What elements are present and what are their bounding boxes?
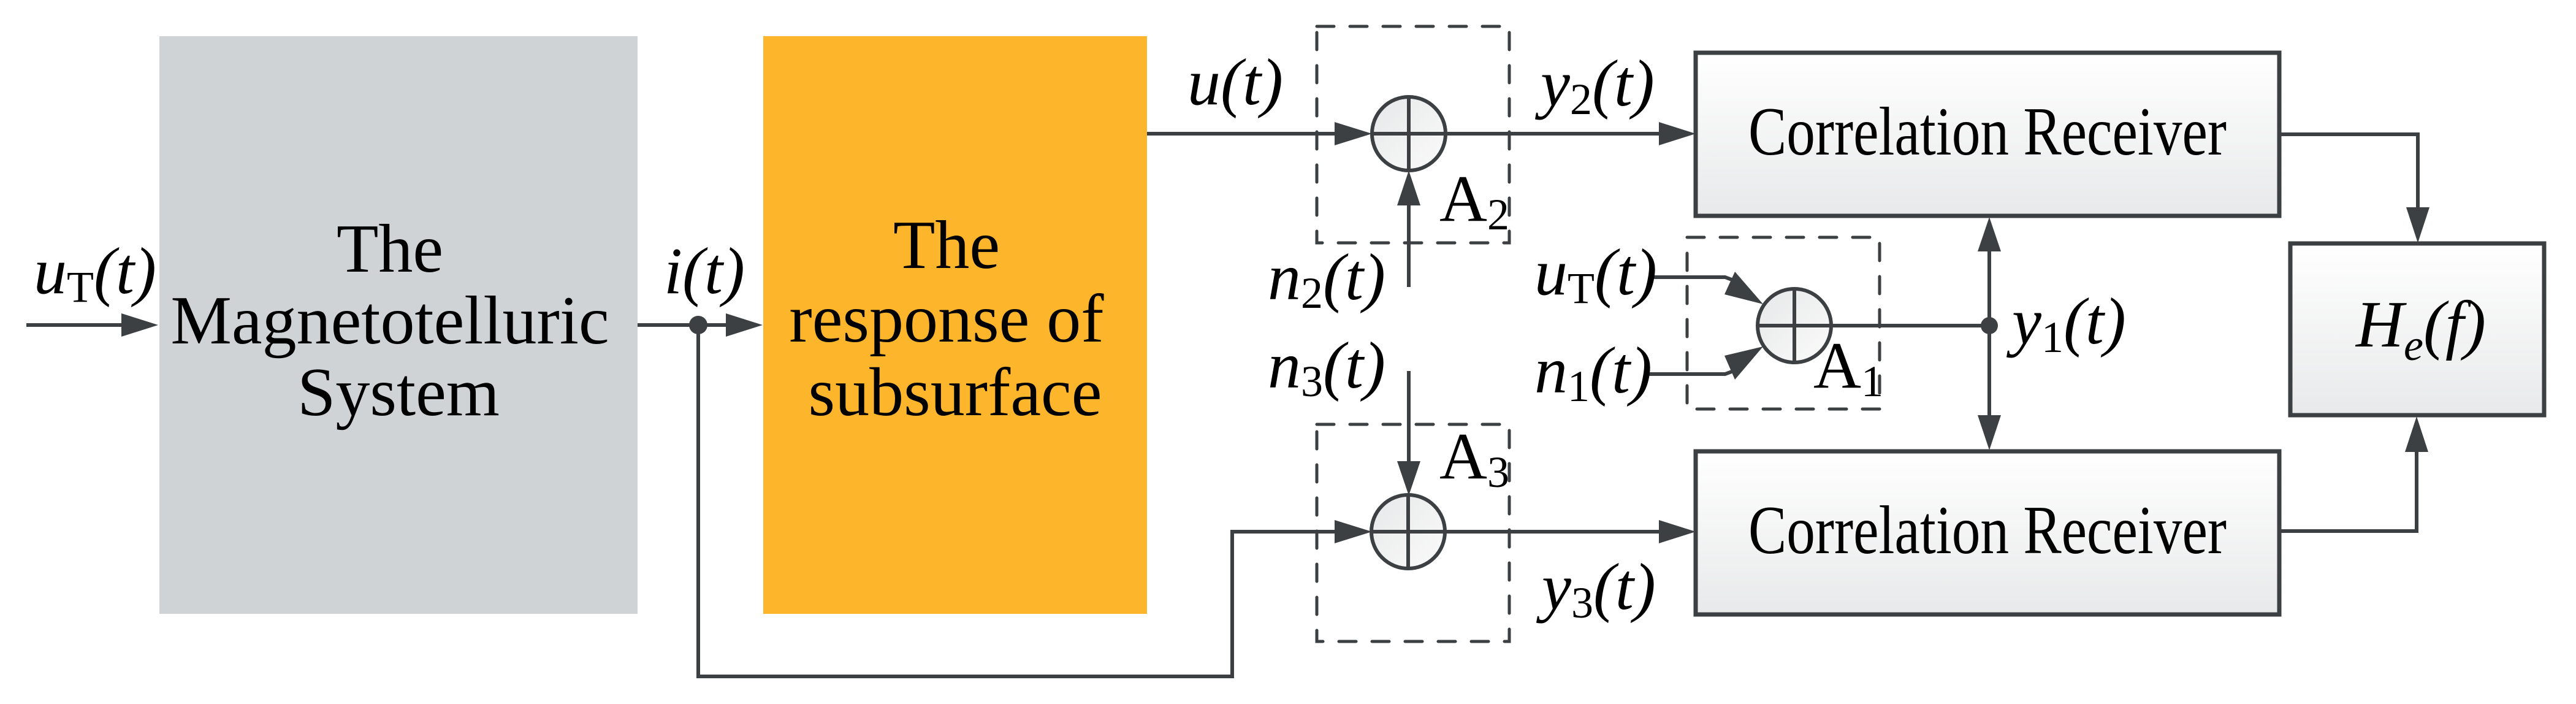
receiver-top-frame xyxy=(1693,50,2282,218)
label-input-arg: (t) xyxy=(94,235,156,308)
label-a3-sub: 3 xyxy=(1487,448,1509,497)
transfer-function-block: He(f) xyxy=(2288,241,2547,418)
arrowhead-current xyxy=(726,313,763,337)
label-n1: n1(t) xyxy=(1534,334,1652,411)
label-a2-sub: 2 xyxy=(1487,190,1509,239)
arrowhead-y2 xyxy=(1659,122,1696,145)
arrowhead-to-transfer-bottom xyxy=(2405,416,2428,452)
transfer-sub: e xyxy=(2404,321,2423,370)
label-adder-a1: A1 xyxy=(1813,329,1883,406)
label-y3-main: y xyxy=(1536,551,1571,624)
arrowhead-n1 xyxy=(1724,346,1763,380)
subsurface-fill xyxy=(763,36,1147,614)
transfer-frame xyxy=(2288,241,2547,418)
junction-y1 xyxy=(1981,317,1998,334)
magnetotelluric-system-block: The Magnetotelluric System xyxy=(159,36,638,614)
correlation-receiver-top: Correlation Receiver xyxy=(1693,50,2282,218)
label-adder-a3: A3 xyxy=(1439,420,1509,497)
label-y3: y3(t) xyxy=(1536,551,1656,627)
label-response-arg: (t) xyxy=(1221,46,1283,119)
svg-text:The response of su: The response of subsurface xyxy=(789,207,1121,430)
label-y1-main: y xyxy=(2006,285,2041,358)
label-n3-main: n xyxy=(1268,329,1301,402)
adder-a3-symbol xyxy=(1370,493,1447,570)
label-y3-arg: (t) xyxy=(1593,551,1656,624)
adder-a2-symbol xyxy=(1370,95,1447,172)
label-y2-sub: 2 xyxy=(1570,75,1592,124)
wire-n1 xyxy=(1649,367,1741,376)
label-response: u(t) xyxy=(1187,46,1283,119)
label-n1-sub: 1 xyxy=(1568,362,1590,411)
receiver-top-label: Correlation Receiver xyxy=(1748,94,2227,170)
arrowhead-input xyxy=(121,313,158,337)
mt-system-fill xyxy=(159,36,638,614)
label-ut-ref: uT(t) xyxy=(1534,236,1657,313)
label-y2-main: y xyxy=(1534,47,1570,120)
label-y3-sub: 3 xyxy=(1571,578,1593,627)
mt-line-3: System xyxy=(297,354,500,430)
subsurface-response-block: The response of subsurface xyxy=(763,36,1147,614)
label-n2-arg: (t) xyxy=(1323,241,1385,314)
subsurface-line-1: The xyxy=(893,207,1000,283)
label-n3: n3(t) xyxy=(1268,329,1385,406)
receiver-bottom-frame xyxy=(1693,449,2282,617)
wire-receiver-bottom-out xyxy=(2279,448,2418,533)
adder-a1-symbol xyxy=(1756,287,1833,364)
arrowhead-ut-ref xyxy=(1724,272,1763,304)
label-a1-sub: 1 xyxy=(1861,357,1883,406)
correlation-receiver-bottom: Correlation Receiver xyxy=(1693,449,2282,617)
label-current-arg: (t) xyxy=(682,235,745,308)
label-n2-sub: 2 xyxy=(1301,269,1323,318)
label-y1-arg: (t) xyxy=(2063,285,2126,358)
label-ut-ref-sub: T xyxy=(1568,264,1595,313)
mt-line-2: Magnetotelluric xyxy=(170,283,609,359)
svg-text:The Magnetotelluric: The Magnetotelluric System xyxy=(170,211,626,430)
label-n1-arg: (t) xyxy=(1590,334,1652,407)
label-y2-arg: (t) xyxy=(1592,47,1655,120)
label-n1-main: n xyxy=(1534,334,1568,407)
label-n3-sub: 3 xyxy=(1301,357,1323,406)
arrowhead-n3 xyxy=(1397,461,1420,495)
receiver-bottom-label: Correlation Receiver xyxy=(1748,492,2227,568)
label-current-main: i xyxy=(664,235,682,308)
arrowhead-y1-down xyxy=(1978,415,2001,450)
arrowhead-y3 xyxy=(1659,520,1696,543)
label-current: i(t) xyxy=(664,235,745,308)
mt-line-1: The xyxy=(337,211,443,287)
wire-receiver-top-out xyxy=(2279,132,2420,212)
svg-text:He(f): He(f) xyxy=(2355,288,2486,370)
arrowhead-to-transfer-top xyxy=(2406,207,2429,243)
label-ut-ref-main: u xyxy=(1534,236,1568,309)
wire-feedback xyxy=(696,325,1339,678)
label-ut-ref-arg: (t) xyxy=(1595,236,1657,309)
label-y2: y2(t) xyxy=(1534,47,1655,124)
arrowhead-feedback xyxy=(1335,520,1372,543)
label-input: uT(t) xyxy=(34,235,156,312)
label-n2-main: n xyxy=(1268,241,1301,314)
arrowhead-y1-up xyxy=(1978,217,2001,251)
transfer-arg: (f) xyxy=(2423,288,2486,361)
adder-a1-frame xyxy=(1685,235,1881,411)
label-n2: n2(t) xyxy=(1268,241,1385,318)
subsurface-line-2: response of xyxy=(789,281,1104,357)
transfer-main: H xyxy=(2355,288,2407,361)
label-a1-main: A xyxy=(1813,329,1861,402)
label-a2-main: A xyxy=(1439,163,1487,235)
label-n3-arg: (t) xyxy=(1323,329,1385,402)
wire-ut-ref xyxy=(1649,275,1741,285)
arrowhead-n2 xyxy=(1397,170,1420,205)
label-y1-sub: 1 xyxy=(2041,313,2063,362)
arrowhead-response xyxy=(1335,122,1372,145)
label-a3-main: A xyxy=(1439,420,1487,493)
subsurface-line-3: subsurface xyxy=(809,354,1102,430)
label-adder-a2: A2 xyxy=(1439,163,1509,239)
label-input-sub: T xyxy=(67,262,94,312)
label-y1: y1(t) xyxy=(2006,285,2126,362)
label-response-main: u xyxy=(1187,46,1221,119)
label-input-main: u xyxy=(34,235,67,308)
wires xyxy=(26,122,2429,678)
